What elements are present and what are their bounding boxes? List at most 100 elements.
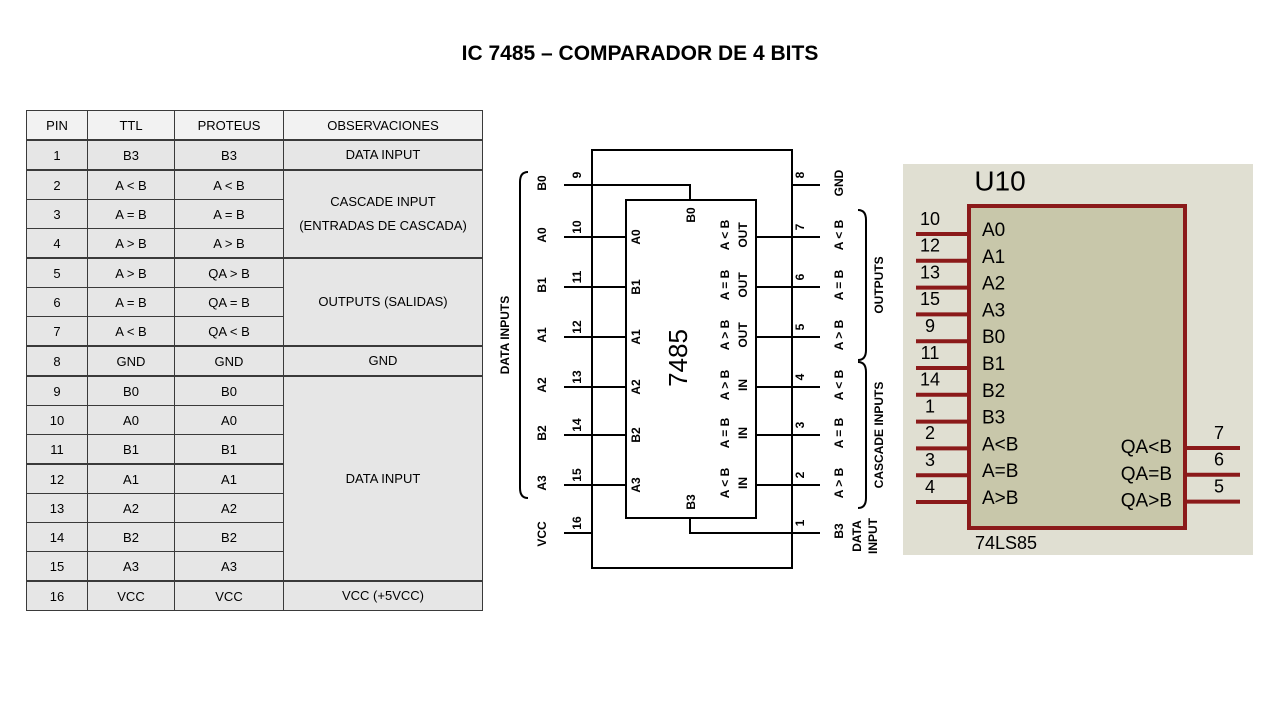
table-row: 5 A > B QA > B OUTPUTS (SALIDAS): [26, 257, 483, 347]
proteus-cell: A0: [174, 405, 284, 435]
pin-cell: 2: [26, 169, 88, 200]
dip-left-pin-number: 9: [570, 171, 584, 178]
proteus-cell: GND: [174, 345, 284, 377]
data-inputs-group-label: DATA INPUTS: [498, 296, 512, 374]
table-row: 1 B3 B3 DATA INPUT: [26, 139, 483, 171]
proteus-cell: B2: [174, 522, 284, 552]
pin-cell: 3: [26, 199, 88, 229]
pin9-wire: [564, 184, 691, 200]
dip-left-pin-number: 16: [570, 516, 584, 530]
dip-right-pin-label: A > B: [832, 319, 846, 350]
table-row: 10 A0 A0: [26, 405, 483, 435]
dip-right-pin-number: 7: [793, 223, 807, 230]
pin-cell: 5: [26, 257, 88, 288]
dip-left-pin-label: B2: [535, 425, 549, 441]
ttl-cell: B2: [87, 522, 175, 552]
proteus-right-pin-label: QA=B: [1121, 464, 1172, 485]
table-row: 14 B2 B2: [26, 522, 483, 552]
dip-inner-pin-label: B1: [629, 279, 643, 295]
proteus-right-pin-number: 7: [1214, 423, 1224, 443]
dip-right-pin-label: B3: [832, 523, 846, 539]
dip-right-pin-number: 5: [793, 323, 807, 330]
table-row: 2 A < B A < B CASCADE INPUT (ENTRADAS DE…: [26, 169, 483, 259]
table-row: 8 GND GND GND: [26, 345, 483, 377]
dip-inner-pin-label: B0: [684, 207, 698, 223]
pin-cell: 14: [26, 522, 88, 552]
pin-table: PIN TTL PROTEUS OBSERVACIONES 1 B3 B3 DA…: [26, 110, 483, 611]
dip-right-pin-label: A < B: [832, 369, 846, 400]
observation-cell: GND: [283, 345, 483, 377]
ttl-cell: A0: [87, 405, 175, 435]
dip-inner-direction-label: OUT: [736, 322, 750, 348]
dip-chip-name: 7485: [663, 329, 693, 387]
dip-inner-function-label: A > B: [718, 369, 732, 400]
dip-inner-pin-label: B3: [684, 494, 698, 510]
dip-left-pin-label: A3: [535, 475, 549, 491]
cascade-inputs-brace: [857, 361, 867, 509]
table-row: 6 A = B QA = B: [26, 287, 483, 317]
proteus-cell: QA = B: [174, 287, 284, 317]
observation-cell: DATA INPUT: [283, 139, 483, 171]
dip-inner-function-label: A > B: [718, 319, 732, 350]
dip-inner-pin-label: A0: [629, 229, 643, 245]
table-row: 4 A > B A > B: [26, 228, 483, 259]
dip-right-pin-label: GND: [832, 169, 846, 196]
dip-inner-function-label: A = B: [718, 417, 732, 448]
proteus-body: [967, 204, 1187, 530]
dip-right-pin-label: A = B: [832, 417, 846, 448]
proteus-cell: A2: [174, 493, 284, 523]
ttl-cell: A < B: [87, 316, 175, 347]
table-row: 13 A2 A2: [26, 493, 483, 523]
proteus-cell: A = B: [174, 199, 284, 229]
table-row: 9 B0 B0 DATA INPUT: [26, 375, 483, 582]
dip-inner-direction-label: IN: [736, 477, 750, 489]
ttl-cell: A = B: [87, 287, 175, 317]
dip-right-pin-label: A = B: [832, 269, 846, 300]
proteus-ref-label: U10: [974, 165, 1025, 196]
cascade-input-label: CASCADE INPUT: [330, 194, 436, 209]
dip-inner-direction-label: OUT: [736, 272, 750, 298]
proteus-left-pin-number: 4: [925, 477, 935, 497]
proteus-left-pin-number: 12: [920, 236, 940, 256]
proteus-left-pin-label: B2: [982, 381, 1005, 402]
dip-inner-pin-label: A3: [629, 477, 643, 493]
proteus-cell: A < B: [174, 169, 284, 200]
ttl-cell: VCC: [87, 580, 175, 611]
proteus-left-pin-number: 2: [925, 423, 935, 443]
proteus-left-pin-label: A=B: [982, 461, 1018, 482]
dip-left-pin-number: 10: [570, 220, 584, 234]
observation-cell: DATA INPUT: [283, 375, 483, 582]
proteus-right-pin-number: 6: [1214, 450, 1224, 470]
proteus-cell: QA > B: [174, 257, 284, 288]
dip-right-pin-number: 8: [793, 171, 807, 178]
ttl-cell: A3: [87, 551, 175, 582]
proteus-cell: A > B: [174, 228, 284, 259]
outputs-group-label: OUTPUTS: [872, 256, 886, 313]
dip-right-pin-label: A > B: [832, 467, 846, 498]
col-header-observaciones: OBSERVACIONES: [283, 110, 483, 141]
pin-cell: 6: [26, 287, 88, 317]
cascade-input-sublabel: (ENTRADAS DE CASCADA): [299, 218, 467, 233]
dip-left-pin-label: A1: [535, 327, 549, 343]
dip-left-pin-number: 13: [570, 370, 584, 384]
dip-inner-direction-label: IN: [736, 379, 750, 391]
col-header-ttl: TTL: [87, 110, 175, 141]
dip-inner-pin-label: A2: [629, 379, 643, 395]
proteus-left-pin-label: A<B: [982, 434, 1018, 455]
ttl-cell: GND: [87, 345, 175, 377]
dip-inner-direction-label: OUT: [736, 222, 750, 248]
proteus-left-pin-number: 9: [925, 316, 935, 336]
slide-title: IC 7485 – COMPARADOR DE 4 BITS: [461, 42, 819, 65]
dip-left-pin-number: 12: [570, 320, 584, 334]
proteus-cell: B1: [174, 434, 284, 465]
ttl-cell: B3: [87, 139, 175, 171]
data-input-group-label: INPUT: [866, 517, 880, 554]
dip-left-pin-number: 15: [570, 468, 584, 482]
table-row: 12 A1 A1: [26, 463, 483, 494]
proteus-left-pin-label: A0: [982, 220, 1005, 241]
dip-left-pin-label: VCC: [535, 521, 549, 547]
proteus-left-pin-label: A2: [982, 274, 1005, 295]
proteus-left-pin-label: B1: [982, 354, 1005, 375]
